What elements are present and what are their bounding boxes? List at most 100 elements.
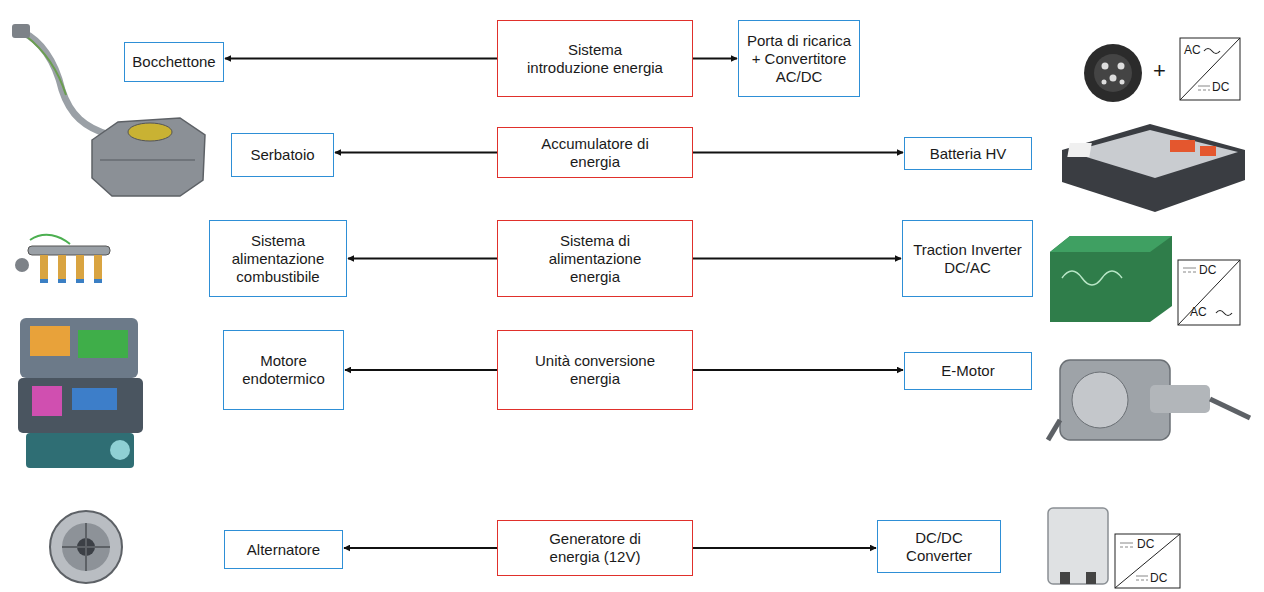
fuel-tank-part	[128, 123, 172, 141]
current-type-label: DC	[1212, 81, 1229, 93]
component-box: Motore endotermico	[223, 330, 344, 410]
box-label: Accumulatore di energia	[525, 135, 665, 171]
component-box: Traction Inverter DC/AC	[902, 220, 1033, 297]
charging-port-picture-part	[1118, 63, 1125, 70]
arrow-connector	[225, 58, 497, 60]
ac-dc-symbol-part	[1198, 86, 1210, 90]
fuel-filler-pipe-part	[26, 36, 66, 95]
component-box: Bocchettone	[124, 42, 224, 82]
fuel-injector-rail-part	[15, 258, 29, 272]
e-motor-picture-part	[1072, 372, 1128, 428]
charging-port-picture-part	[1110, 75, 1117, 82]
arrow-connector	[693, 369, 903, 371]
combustion-engine-part	[20, 318, 138, 378]
arrow-connector	[344, 547, 497, 549]
box-label: Bocchettone	[132, 53, 215, 71]
arrow-connector	[348, 258, 497, 260]
box-label: Porta di ricarica + Convertitore AC/DC	[745, 32, 853, 86]
fuel-injector-rail-part	[30, 235, 70, 244]
box-label: Sistema alimentazione combustibile	[216, 232, 340, 286]
box-label: Traction Inverter DC/AC	[909, 241, 1026, 277]
current-type-label: AC	[1190, 306, 1207, 318]
fuel-tank	[92, 118, 205, 196]
alternator-picture-part	[62, 523, 110, 571]
box-label: Generatore di energia (12V)	[525, 530, 665, 566]
function-box: Sistema di alimentazione energia	[497, 220, 693, 297]
fuel-injector-rail-part	[58, 255, 66, 281]
hv-battery-picture	[1062, 124, 1245, 212]
component-box: Alternatore	[224, 530, 343, 569]
dc-ac-symbol-part	[1178, 260, 1240, 325]
box-label: Batteria HV	[930, 145, 1007, 163]
function-box: Accumulatore di energia	[497, 127, 693, 178]
ac-dc-symbol-part	[1180, 38, 1240, 100]
box-label: Sistema di alimentazione energia	[525, 232, 665, 286]
dc-ac-symbol	[1178, 260, 1240, 325]
function-box: Sistema introduzione energia	[497, 20, 693, 97]
box-label: Motore endotermico	[230, 352, 337, 388]
fuel-injector-rail-part	[28, 246, 110, 255]
current-type-label: DC	[1199, 264, 1216, 276]
charging-port-picture	[1084, 44, 1142, 102]
combustion-engine-part	[110, 440, 130, 460]
alternator-picture-part	[62, 523, 110, 571]
dc-dc-converter-picture-part	[1048, 508, 1108, 584]
inverter-picture-part	[1050, 236, 1172, 322]
box-label: Unità conversione energia	[525, 352, 665, 388]
component-box: Sistema alimentazione combustibile	[209, 220, 347, 297]
arrow-connector	[693, 58, 737, 60]
combustion-engine-part	[30, 326, 70, 356]
component-box: Batteria HV	[904, 137, 1032, 170]
ac-dc-symbol-part	[1180, 38, 1240, 100]
current-type-label: AC	[1184, 44, 1201, 56]
dc-dc-symbol-part	[1115, 534, 1180, 588]
combustion-engine-part	[78, 330, 128, 358]
hv-battery-picture-part	[1070, 130, 1238, 178]
hv-battery-picture-part	[1067, 143, 1091, 157]
box-label: Sistema introduzione energia	[525, 41, 665, 77]
combustion-engine-part	[18, 378, 143, 433]
dc-dc-symbol-part	[1136, 576, 1148, 580]
arrow-connector	[335, 152, 497, 154]
dc-dc-symbol-part	[1115, 534, 1180, 588]
dc-ac-symbol-part	[1183, 268, 1196, 272]
e-motor-picture	[1048, 360, 1250, 440]
fuel-injector-rail-part	[76, 255, 84, 281]
arrow-connector	[693, 547, 876, 549]
fuel-filler-pipe-part	[12, 24, 30, 38]
fuel-filler-pipe	[12, 24, 110, 135]
box-label: Alternatore	[247, 541, 320, 559]
function-box: Generatore di energia (12V)	[497, 520, 693, 576]
e-motor-picture-part	[1048, 420, 1060, 440]
dc-dc-symbol	[1115, 534, 1180, 588]
dc-ac-symbol-part	[1178, 260, 1240, 325]
function-box: Unità conversione energia	[497, 330, 693, 410]
dc-ac-symbol-part	[1216, 311, 1232, 316]
box-label: DC/DC Converter	[884, 529, 994, 565]
e-motor-picture-part	[1210, 399, 1250, 418]
component-box: Porta di ricarica + Convertitore AC/DC	[738, 20, 860, 97]
inverter-picture	[1050, 236, 1172, 322]
combustion-engine-part	[72, 388, 117, 410]
charging-port-picture-part	[1084, 44, 1142, 102]
box-label: Serbatoio	[250, 146, 314, 164]
inverter-picture-part	[1050, 236, 1172, 252]
hv-battery-picture-part	[1200, 146, 1216, 156]
dc-dc-converter-picture	[1048, 508, 1108, 584]
fuel-injector-rail	[15, 235, 110, 281]
component-box: E-Motor	[904, 352, 1032, 390]
dc-dc-converter-picture-part	[1060, 572, 1070, 584]
hv-battery-picture-part	[1062, 124, 1245, 212]
fuel-injector-rail-part	[94, 255, 102, 281]
arrow-connector	[345, 369, 497, 371]
ac-dc-symbol	[1180, 38, 1240, 100]
combustion-engine-part	[26, 433, 134, 468]
fuel-filler-pipe-part	[22, 32, 110, 135]
charging-port-picture-part	[1102, 63, 1109, 70]
charging-port-picture-part	[1102, 80, 1107, 85]
charging-port-picture-part	[1094, 54, 1132, 92]
plus-sign: +	[1153, 60, 1166, 82]
combustion-engine	[18, 318, 143, 468]
